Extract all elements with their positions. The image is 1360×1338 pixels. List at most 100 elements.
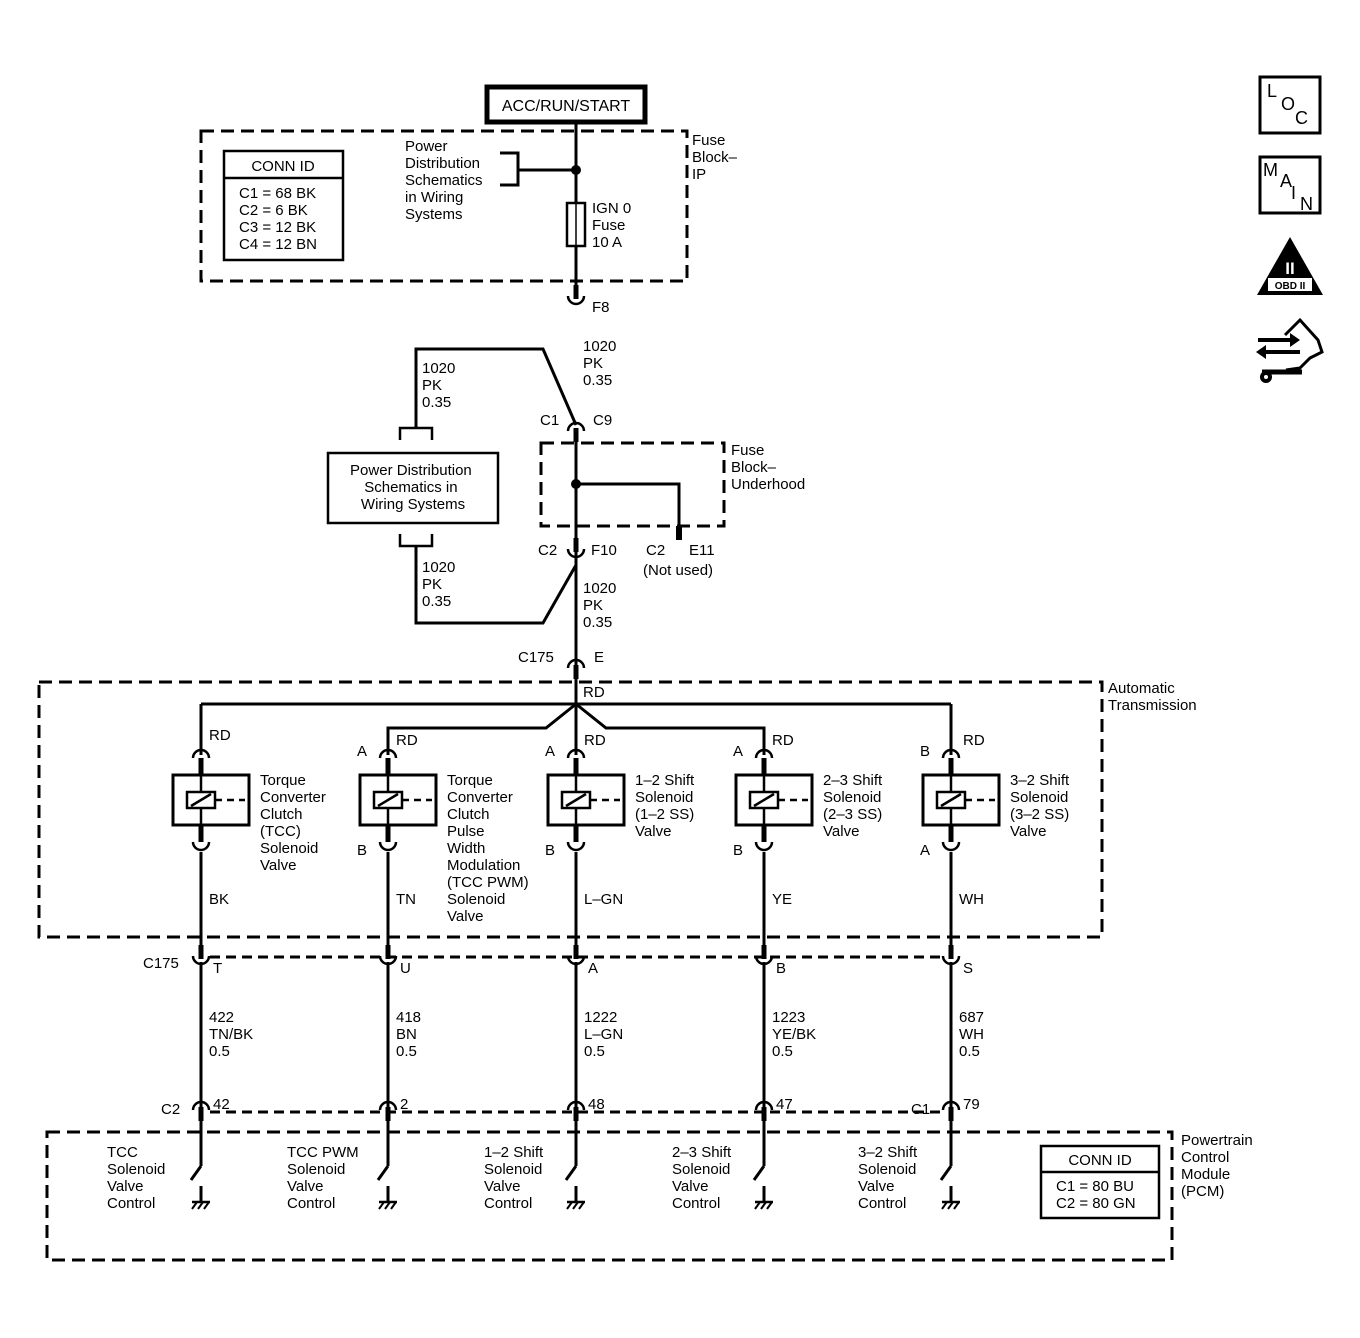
solenoid-top-color: RD <box>396 732 418 749</box>
svg-text:C: C <box>1295 108 1308 128</box>
trunk-color: RD <box>583 684 605 701</box>
pcm-driver-switch <box>564 1165 578 1181</box>
solenoid-wire-color: BK <box>209 891 229 908</box>
ip-conn-id-title: CONN ID <box>251 158 315 175</box>
underhood-e11: E11 <box>689 542 715 559</box>
solenoid-top-connector <box>941 748 961 759</box>
svg-text:OBD II: OBD II <box>1275 281 1306 292</box>
c175-pin: S <box>963 960 973 977</box>
pcm-pin: 2 <box>400 1096 408 1113</box>
terminal-f8: F8 <box>592 299 610 316</box>
svg-text:M: M <box>1263 160 1278 180</box>
c175-pin: B <box>776 960 786 977</box>
obd2-icon[interactable]: II OBD II <box>1257 237 1323 295</box>
connector-f10 <box>566 548 586 559</box>
svg-text:A: A <box>1280 171 1292 191</box>
solenoid-top-color: RD <box>772 732 794 749</box>
solenoid-top-color: RD <box>584 732 606 749</box>
pcm-pin: 79 <box>963 1096 980 1113</box>
loc-icon[interactable]: L O C <box>1258 75 1322 135</box>
svg-text:I: I <box>1291 183 1296 203</box>
pcm-connector <box>378 1100 398 1111</box>
c175-pin: T <box>213 960 222 977</box>
pcm-driver-switch <box>939 1165 953 1181</box>
svg-text:N: N <box>1300 194 1313 214</box>
pcm-connector <box>754 1100 774 1111</box>
pcm-boundary <box>45 1130 1174 1262</box>
solenoid-top-connector <box>191 748 211 759</box>
power-distribution-box-label: Power Distribution Schematics in Wiring … <box>350 462 476 513</box>
pcm-pin: 47 <box>776 1096 793 1113</box>
solenoid-wire-color: WH <box>959 891 984 908</box>
solenoid-wire-color: L–GN <box>584 891 623 908</box>
solenoid-top-pin: A <box>545 743 555 760</box>
solenoid-valve-box <box>546 773 626 827</box>
power-source-label: ACC/RUN/START <box>502 98 631 115</box>
power-distribution-box <box>326 451 500 525</box>
solenoid-valve-box <box>921 773 1001 827</box>
solenoid-top-color: RD <box>209 727 231 744</box>
underhood-c2-left: C2 <box>538 542 557 559</box>
pcm-connector-name: C2 <box>161 1101 180 1118</box>
solenoid-top-connector <box>754 748 774 759</box>
connector-f8 <box>566 295 586 306</box>
solenoid-bottom-connector <box>941 841 961 852</box>
ip-conn-id-box <box>222 149 345 262</box>
solenoid-wire-color: YE <box>772 891 792 908</box>
pcm-connector <box>566 1100 586 1111</box>
fuse-block-ip-label: Fuse Block– IP <box>692 132 741 183</box>
c175-bottom-label: C175 <box>143 955 179 972</box>
solenoid-bottom-connector <box>566 841 586 852</box>
solenoid-bottom-pin: B <box>357 842 367 859</box>
svg-text:O: O <box>1281 94 1295 114</box>
solenoid-bottom-connector <box>754 841 774 852</box>
pcm-connector <box>941 1100 961 1111</box>
pcm-label: Powertrain Control Module (PCM) <box>1181 1132 1257 1200</box>
pcm-driver-switch <box>189 1165 203 1181</box>
c175-top-connector: C175 <box>518 649 554 666</box>
ip-power-ref: Power Distribution Schematics in Wiring … <box>405 138 487 223</box>
solenoid-valve-box <box>171 773 251 827</box>
underhood-c2-right: C2 <box>646 542 665 559</box>
solenoid-top-connector <box>566 748 586 759</box>
solenoid-top-connector <box>378 748 398 759</box>
solenoid-bottom-connector <box>191 841 211 852</box>
pcm-pin: 48 <box>588 1096 605 1113</box>
fuse-block-underhood-boundary <box>539 441 726 528</box>
splice-c1-label: C1 <box>540 412 559 429</box>
connector-end-view-icon[interactable] <box>1256 317 1324 383</box>
pcm-driver-switch <box>752 1165 766 1181</box>
solenoid-bottom-connector <box>378 841 398 852</box>
fuse-block-underhood-label: Fuse Block– Underhood <box>731 442 805 493</box>
main-icon[interactable]: M A I N <box>1258 155 1322 215</box>
automatic-transmission-label: Automatic Transmission <box>1108 680 1197 714</box>
c175-pin: U <box>400 960 411 977</box>
fuse-label: IGN 0 Fuse 10 A <box>592 200 635 251</box>
wire-upper-label: 1020 PK 0.35 <box>583 338 621 389</box>
c175-top-pin: E <box>594 649 604 666</box>
underhood-not-used: (Not used) <box>643 562 713 579</box>
connector-c175-e <box>566 658 586 669</box>
splice-c9-label: C9 <box>593 412 612 429</box>
solenoid-bottom-pin: A <box>920 842 930 859</box>
svg-text:II: II <box>1285 259 1294 278</box>
power-source-box <box>484 84 648 125</box>
fuse-block-ip-boundary <box>199 129 689 283</box>
branch-wire-top-label: 1020 PK 0.35 <box>422 360 460 411</box>
solenoid-top-pin: B <box>920 743 930 760</box>
solenoid-valve-box <box>358 773 438 827</box>
svg-text:L: L <box>1267 81 1277 101</box>
